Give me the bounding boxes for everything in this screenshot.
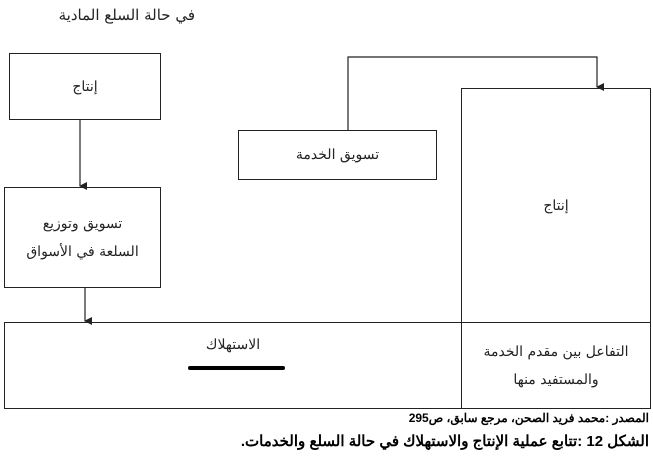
service-marketing-label: تسويق الخدمة [295, 147, 380, 163]
consumption-box: الاستهلاك [4, 322, 462, 409]
service-production-label: إنتاج [543, 197, 569, 214]
goods-production-box: إنتاج [9, 53, 161, 120]
arrow-service-marketing-to-production [347, 56, 604, 130]
figure-caption: الشكل 12 :تتابع عملية الإنتاج والاستهلاك… [240, 433, 649, 450]
consumption-label: الاستهلاك [205, 337, 261, 353]
interaction-box: التفاعل بين مقدم الخدمة والمستفيد منها [461, 322, 651, 409]
interaction-line1: التفاعل بين مقدم الخدمة [483, 343, 629, 360]
goods-marketing-line2: السلعة في الأسواق [26, 243, 139, 260]
service-production-box: إنتاج [461, 88, 651, 323]
goods-marketing-line1: تسويق وتوزيع [42, 215, 123, 232]
diagram-heading: في حالة السلع المادية [58, 6, 195, 24]
source-note: المصدر :محمد فريد الصحن، مرجع سابق، ص295 [408, 411, 649, 425]
goods-production-label: إنتاج [72, 78, 98, 95]
goods-marketing-box: تسويق وتوزيع السلعة في الأسواق [4, 187, 161, 288]
interaction-line2: والمستفيد منها [513, 371, 599, 388]
service-marketing-box: تسويق الخدمة [238, 130, 437, 180]
